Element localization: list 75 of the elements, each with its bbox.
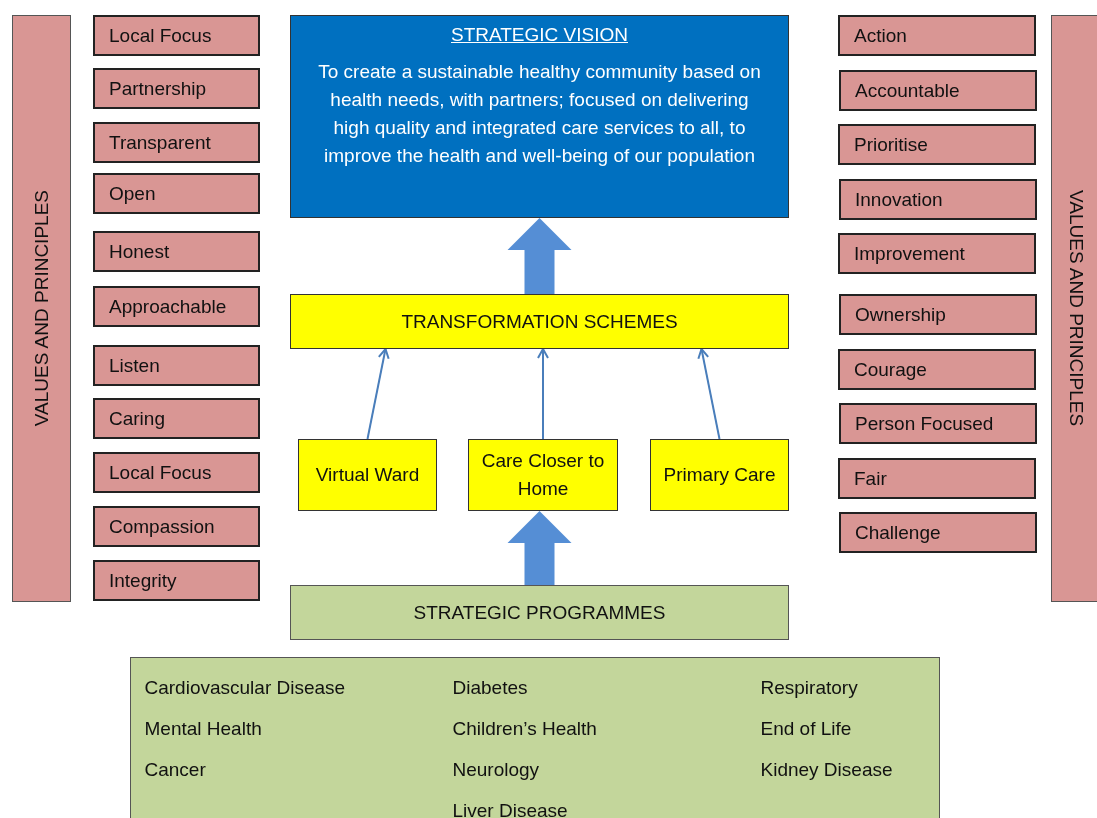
value-box <box>93 122 260 163</box>
value-text: Compassion <box>109 515 215 538</box>
box-label: Care Closer to Home <box>480 449 606 501</box>
programme-item: Liver Disease <box>452 799 569 818</box>
box-label: STRATEGIC PROGRAMMES <box>413 601 666 624</box>
value-text: Person Focused <box>855 412 994 435</box>
value-text: Local Focus <box>109 461 212 484</box>
value-box <box>93 398 260 439</box>
programme-item: Mental Health <box>144 717 263 740</box>
value-box <box>93 452 260 493</box>
value-box <box>838 458 1036 499</box>
band-title: VALUES AND PRINCIPLES <box>30 190 53 427</box>
value-text: Approachable <box>109 295 227 318</box>
value-box <box>839 512 1037 553</box>
arrow <box>366 348 390 440</box>
value-text: Action <box>854 24 907 47</box>
value-text: Ownership <box>855 303 946 326</box>
value-box <box>93 68 260 109</box>
arrow <box>697 348 721 440</box>
vision-box <box>290 15 789 218</box>
block-arrow <box>507 511 572 585</box>
value-text: Integrity <box>109 569 177 592</box>
value-box <box>838 124 1036 165</box>
value-text: Open <box>109 182 156 205</box>
value-text: Fair <box>854 467 887 490</box>
value-text: Listen <box>109 354 160 377</box>
value-text: Transparent <box>109 131 211 154</box>
scheme-box <box>298 439 437 511</box>
value-box <box>839 70 1037 111</box>
value-box <box>839 403 1037 444</box>
programme-list-box <box>130 657 940 818</box>
scheme-box <box>290 294 789 349</box>
vision-text: To create a sustainable healthy community based on health needs, with partners; focused on delivering high quality and integrated care services to all, to improve the health and well-being of our population <box>317 60 762 168</box>
programme-item: Kidney Disease <box>760 758 894 781</box>
programme-item: Children’s Health <box>452 717 598 740</box>
programme-item: Cardiovascular Disease <box>144 676 347 699</box>
value-text: Prioritise <box>854 133 928 156</box>
value-text: Improvement <box>854 242 965 265</box>
value-text: Honest <box>109 240 170 263</box>
value-text: Local Focus <box>109 24 212 47</box>
programme-item: End of Life <box>760 717 853 740</box>
value-box <box>93 560 260 601</box>
programme-item: Neurology <box>452 758 541 781</box>
value-text: Accountable <box>855 79 960 102</box>
value-box <box>839 294 1037 335</box>
box-label: Virtual Ward <box>314 463 421 487</box>
box-label: Primary Care <box>662 463 777 487</box>
values-band <box>12 15 71 602</box>
value-box <box>93 173 260 214</box>
programme-item: Cancer <box>144 758 207 781</box>
band-title: VALUES AND PRINCIPLES <box>1065 190 1087 427</box>
vision-heading: STRATEGIC VISION <box>451 24 628 46</box>
value-box <box>93 286 260 327</box>
value-text: Partnership <box>109 77 207 100</box>
programme-item: Respiratory <box>760 676 859 699</box>
programme-box <box>290 585 789 640</box>
arrow <box>537 348 549 440</box>
block-arrow <box>507 218 572 294</box>
value-text: Caring <box>109 407 165 430</box>
value-box <box>93 15 260 56</box>
programme-item: Diabetes <box>452 676 529 699</box>
values-band <box>1051 15 1097 602</box>
value-box <box>838 233 1036 274</box>
value-text: Innovation <box>855 188 943 211</box>
value-box <box>93 345 260 386</box>
value-text: Challenge <box>855 521 941 544</box>
value-box <box>93 231 260 272</box>
value-box <box>838 349 1036 390</box>
value-box <box>838 15 1036 56</box>
value-box <box>93 506 260 547</box>
scheme-box <box>650 439 789 511</box>
value-box <box>839 179 1037 220</box>
scheme-box <box>468 439 618 511</box>
value-text: Courage <box>854 358 927 381</box>
box-label: TRANSFORMATION SCHEMES <box>401 310 678 333</box>
